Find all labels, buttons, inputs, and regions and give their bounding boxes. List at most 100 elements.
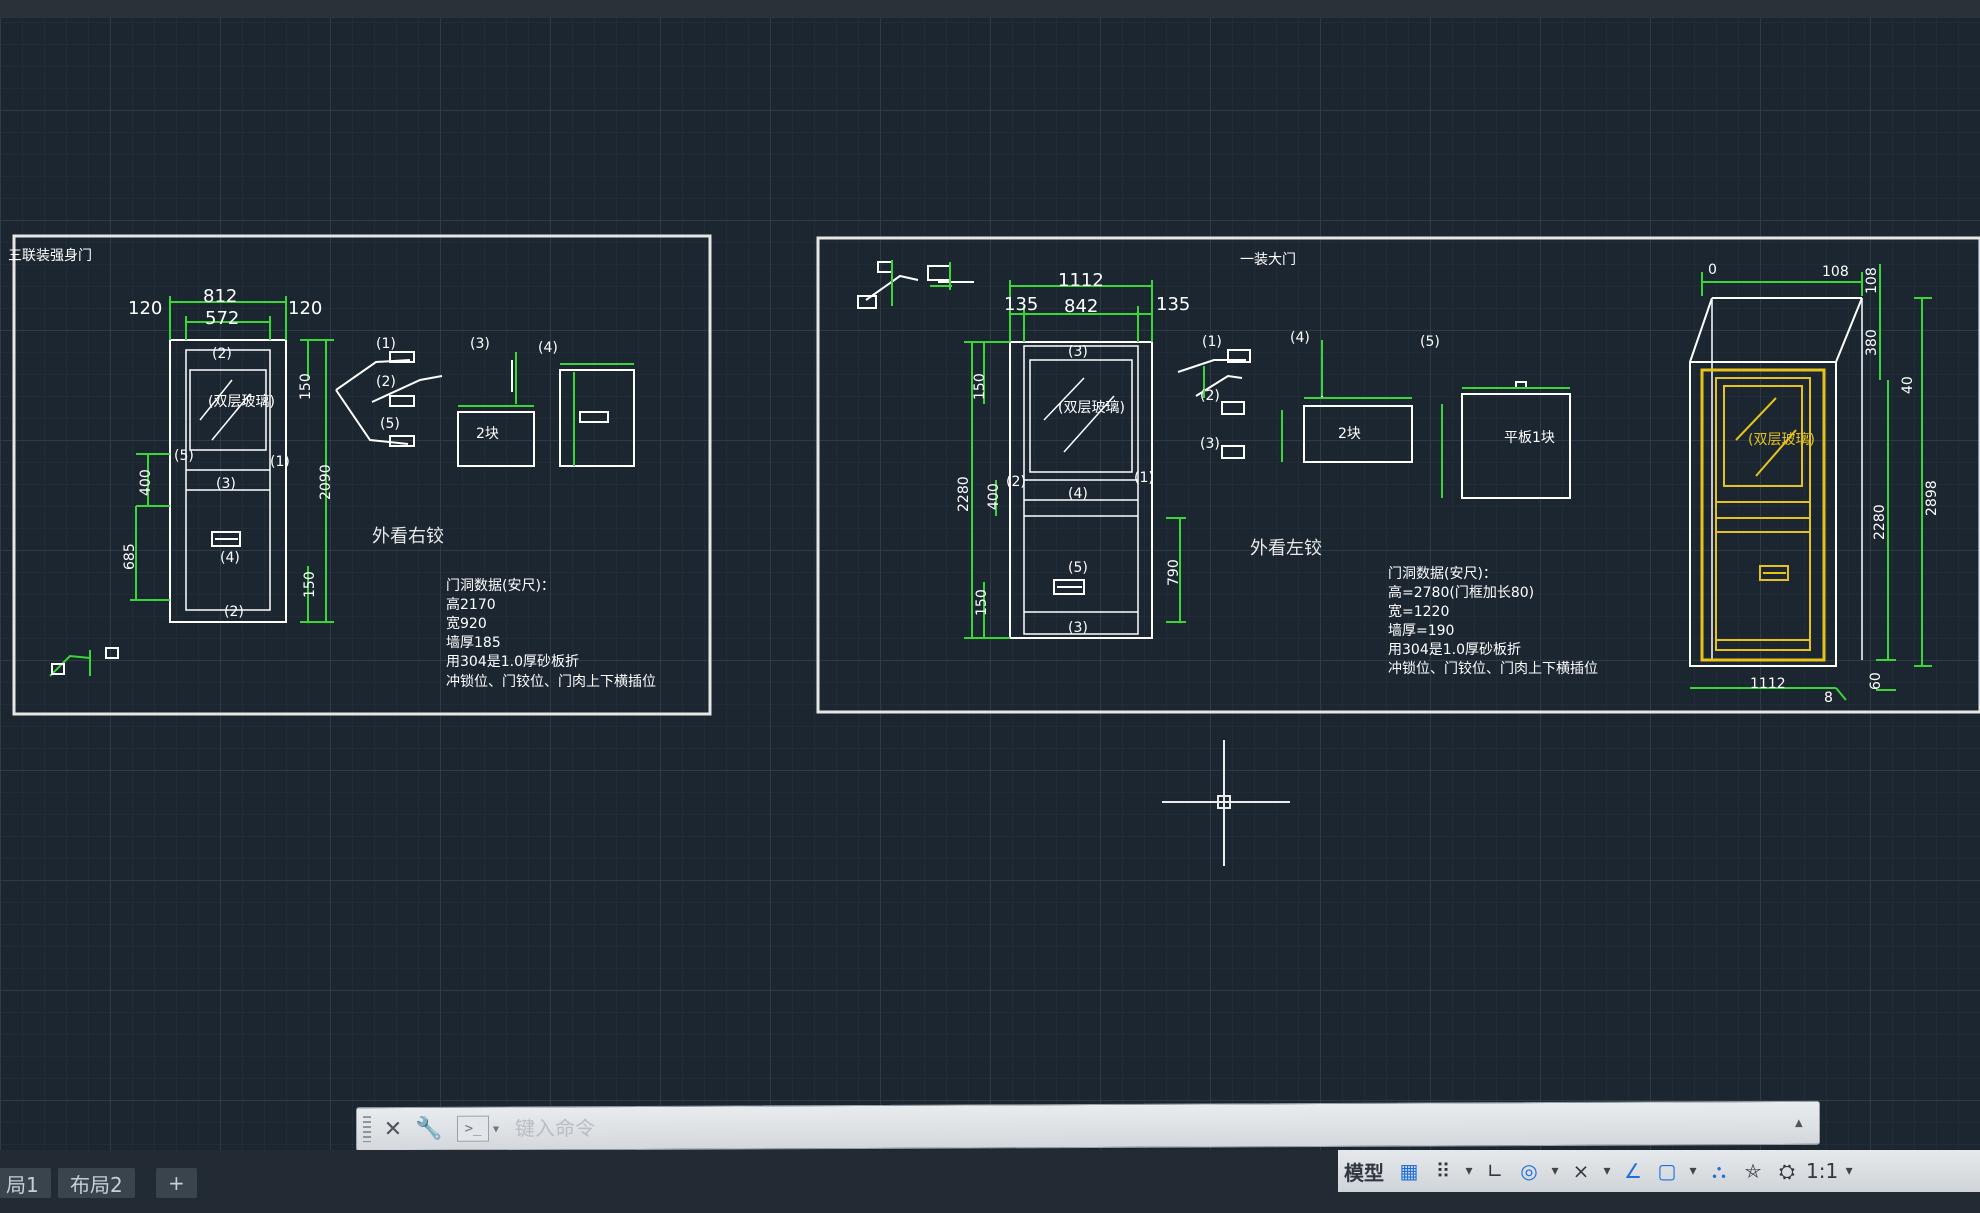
chevron-down-icon[interactable]: ▾ [1689,1163,1697,1179]
command-line[interactable]: ✕ 🔧 >_ ▾ ▲ [356,1100,1820,1152]
right-elev-dim-side-b: 40 [1900,376,1916,394]
right-dim-inner-width: 842 [1064,296,1098,317]
grid-icon[interactable]: ▦ [1399,1159,1419,1183]
right-detail-label: (3) [1200,436,1220,452]
right-dim-lock-height: 400 [986,483,1002,510]
left-dim-lock-height: 400 [138,469,154,496]
left-note-line: 高2170 [446,596,496,613]
right-detail-box-text: 平板1块 [1504,430,1555,446]
scroll-up-icon[interactable]: ▲ [1795,1117,1803,1129]
left-note-line: 冲锁位、门铰位、门肉上下横插位 [446,674,656,690]
object-snap-tracking-icon[interactable]: ∠ [1624,1159,1642,1183]
annotation-visibility-icon[interactable]: ⛬ [1712,1159,1726,1183]
left-detail-label: (3) [470,336,490,352]
left-note-line: 宽920 [446,615,487,632]
command-prompt-icon[interactable]: >_ [457,1115,489,1142]
right-dimension-lines [964,280,1186,639]
left-part-label: (3) [216,476,236,492]
object-snap-icon[interactable]: ▢ [1657,1159,1677,1183]
right-door-panel[interactable]: 一装大门 (双层玻璃) (3) (1) (2) (4) (5) [816,236,1980,714]
annotation-scale-icon[interactable]: ⛭ [1779,1159,1795,1183]
right-panel-frame [816,236,1980,714]
left-detail-label: (2) [376,374,396,390]
left-dim-frame-right: 120 [288,298,322,319]
right-detail-box-text: 2块 [1338,426,1361,442]
left-dim-bottom-rail: 150 [302,571,318,598]
right-glass-pane [1029,359,1133,473]
right-dim-height: 2280 [956,476,972,512]
right-note-line: 宽=1220 [1388,603,1449,620]
isodraft-icon[interactable]: ⨯ [1572,1159,1590,1183]
grip-handle-icon[interactable] [363,1116,371,1143]
left-detail-label: (5) [380,416,400,432]
left-glass-pane [189,369,267,451]
left-panel-frame [12,234,712,716]
right-elev-dim-width: 1112 [1750,676,1786,692]
right-door-inner [1023,345,1139,635]
left-detail-label: (1) [376,336,396,352]
left-handle [211,531,241,547]
right-note-line: 墙厚=190 [1388,623,1454,639]
status-bar: 模型 ▦ ⠿ ▾ ∟ ◎ ▾ ⨯ ▾ ∠ ▢ ▾ ⛬ ⛤ ⛭ 1:1 ▾ [1338,1150,1980,1192]
left-door-panel[interactable]: 三联装强身门 (双层玻璃) (2) (1) (3) (4) (5) (2) [8,234,712,716]
right-elev-dim-offset: 8 [1824,690,1833,706]
polar-tracking-icon[interactable]: ◎ [1520,1159,1538,1183]
left-door-inner [185,349,271,611]
left-dim-handle-height: 685 [122,543,138,570]
crosshair-cursor [1162,740,1290,866]
tab-layout2[interactable]: 布局2 [58,1168,135,1198]
right-note-line: 冲锁位、门铰位、门肉上下横插位 [1388,661,1598,677]
right-note-line: 高=2780(门框加长80) [1388,584,1534,601]
left-small-detail [49,647,119,677]
right-elev-dim-top-left: 0 [1708,262,1717,278]
right-detail-dims [1203,340,1570,498]
left-dim-frame-left: 120 [128,298,162,319]
add-layout-button[interactable]: + [156,1168,197,1198]
right-door-outline [1009,341,1153,639]
left-part-label: (1) [270,454,290,470]
chevron-down-icon[interactable]: ▾ [1465,1163,1473,1179]
left-glass-label: (双层玻璃) [208,393,275,410]
left-note-line: 门洞数据(安尺)： [446,578,555,594]
chevron-down-icon[interactable]: ▾ [1551,1163,1559,1179]
left-door-outline [169,339,287,623]
right-dim-frame-left: 135 [1004,294,1038,315]
ortho-icon[interactable]: ∟ [1486,1159,1504,1183]
chevron-down-icon[interactable]: ▾ [1603,1163,1611,1179]
right-dim-frame-right: 135 [1156,294,1190,315]
auto-scale-icon[interactable]: ⛤ [1745,1159,1761,1183]
left-detail-dims [458,352,634,466]
right-hinge-note: 外看左铰 [1250,538,1322,559]
right-part-label: (5) [1068,560,1088,576]
wrench-icon[interactable]: 🔧 [415,1116,443,1142]
right-highlighted-elevation[interactable]: (双层玻璃) [1689,297,1863,667]
right-dim-top-rail: 150 [972,373,988,400]
chevron-down-icon[interactable]: ▾ [493,1121,500,1136]
left-notes: 门洞数据(安尺)： 高2170 宽920 墙厚185 用304是1.0厚砂板折 … [446,578,656,690]
right-part-label: (3) [1068,344,1088,360]
right-panel-title: 一装大门 [1240,252,1296,268]
tab-layout1[interactable]: 局1 [0,1168,51,1198]
left-dim-overall-width: 812 [203,286,237,307]
scale-readout[interactable]: 1:1 [1806,1159,1839,1183]
left-part-label: (2) [224,604,244,620]
chevron-down-icon[interactable]: ▾ [1845,1163,1853,1179]
right-note-line: 门洞数据(安尺)： [1388,566,1497,582]
right-elevation-dims [1690,264,1932,701]
model-space-button[interactable]: 模型 [1344,1160,1384,1185]
command-input[interactable] [513,1106,1795,1145]
right-part-label: (4) [1068,486,1088,502]
snap-icon[interactable]: ⠿ [1435,1159,1451,1183]
right-elev-dim-side-top: 108 [1864,267,1880,294]
right-handle [1053,579,1085,595]
left-dim-inner-width: 572 [205,308,239,329]
right-detail-label: (5) [1420,334,1440,350]
left-hinge-note: 外看右铰 [372,526,444,547]
right-dim-bottom-rail: 150 [974,589,990,616]
left-part-label: (4) [220,550,240,566]
left-dim-top-rail: 150 [298,373,314,400]
right-elev-dim-total: 2898 [1924,480,1940,516]
close-icon[interactable]: ✕ [383,1116,403,1142]
